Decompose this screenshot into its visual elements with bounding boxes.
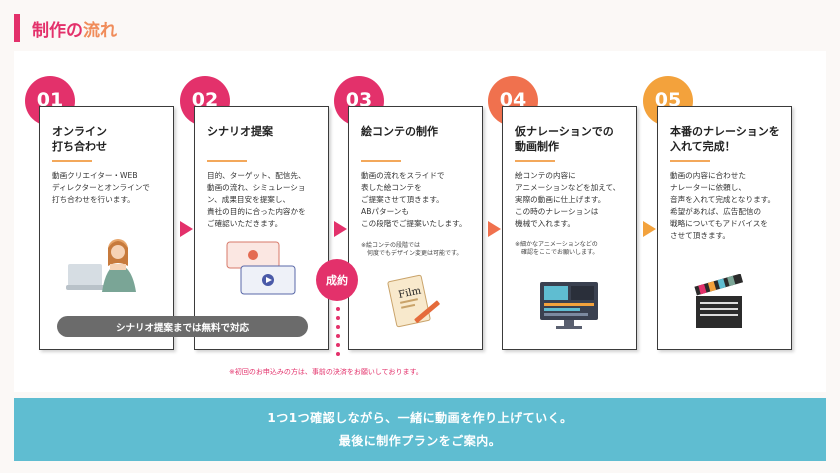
step-card-final-narration: 本番のナレーションを 入れて完成！ 動画の内容に合わせた ナレーターに依頼し、 … (657, 106, 792, 350)
summary-banner: 1つ1つ確認しながら、一緒に動画を作り上げていく。 最後に制作プランをご案内。 (14, 398, 826, 461)
step-title: 仮ナレーションでの 動画制作 (515, 125, 614, 153)
step-description: 絵コンテの内容に アニメーションなどを加えて、 実際の動画に仕上げます。 この時… (515, 171, 621, 228)
banner-line-2: 最後に制作プランをご案内。 (338, 433, 502, 448)
page-title: 制作の流れ (32, 16, 117, 41)
woman-laptop-illustration (66, 239, 136, 292)
arrow-right-icon (334, 221, 347, 237)
contract-badge: 成約 (316, 259, 358, 301)
arrow-right-icon (643, 221, 656, 237)
step-description: 目的、ターゲット、配信先、 動画の流れ、シミュレーショ ン、成果目安を提案し、 … (207, 171, 306, 228)
dot-connector (336, 334, 340, 338)
arrow-right-icon (180, 221, 193, 237)
clapperboard-illustration (694, 274, 744, 328)
title-part-1: 制作の (32, 20, 83, 41)
step-title: 絵コンテの制作 (361, 125, 438, 138)
section-header: 制作の流れ (14, 14, 117, 42)
step-title: シナリオ提案 (207, 125, 273, 138)
film-storyboard-illustration: Film (387, 274, 440, 328)
arrow-right-icon (488, 221, 501, 237)
prepayment-footnote: ※初回のお申込みの方は、事前の決済をお願いしております。 (229, 368, 423, 376)
dot-connector (336, 325, 340, 329)
step-divider (670, 160, 710, 162)
step-description: 動画クリエイター・WEB ディレクターとオンラインで 打ち合わせを行います。 (52, 171, 150, 204)
video-player-illustration (226, 241, 296, 295)
step-note: ※絵コンテの段階では 何度でもデザイン変更は可能です。 (361, 242, 463, 257)
video-editor-monitor-illustration (540, 282, 598, 329)
step-divider (207, 160, 247, 162)
dot-connector (336, 343, 340, 347)
step-card-scenario-proposal: シナリオ提案 目的、ターゲット、配信先、 動画の流れ、シミュレーショ ン、成果目… (194, 106, 329, 350)
free-until-scenario-pill: シナリオ提案までは無料で対応 (57, 316, 308, 337)
svg-text:Film: Film (397, 285, 422, 301)
dot-connector (336, 316, 340, 320)
header-accent-bar (14, 14, 20, 42)
step-title: オンライン 打ち合わせ (52, 125, 107, 153)
dot-connector (336, 307, 340, 311)
title-part-2: 流れ (83, 20, 117, 41)
step-note: ※細かなアニメーションなどの 確認をここでお願いします。 (515, 241, 599, 256)
step-divider (361, 160, 401, 162)
step-divider (52, 160, 92, 162)
step-divider (515, 160, 555, 162)
banner-line-1: 1つ1つ確認しながら、一緒に動画を作り上げていく。 (267, 410, 573, 425)
step-description: 動画の流れをスライドで 表した絵コンテを ご提案させて頂きます。 ABパターンも… (361, 171, 467, 228)
step-card-online-meeting: オンライン 打ち合わせ 動画クリエイター・WEB ディレクターとオンラインで 打… (39, 106, 174, 350)
step-description: 動画の内容に合わせた ナレーターに依頼し、 音声を入れて完成となります。 希望が… (670, 171, 776, 240)
step-card-temp-narration: 仮ナレーションでの 動画制作 絵コンテの内容に アニメーションなどを加えて、 実… (502, 106, 637, 350)
step-title: 本番のナレーションを 入れて完成！ (670, 125, 780, 153)
dot-connector (336, 352, 340, 356)
